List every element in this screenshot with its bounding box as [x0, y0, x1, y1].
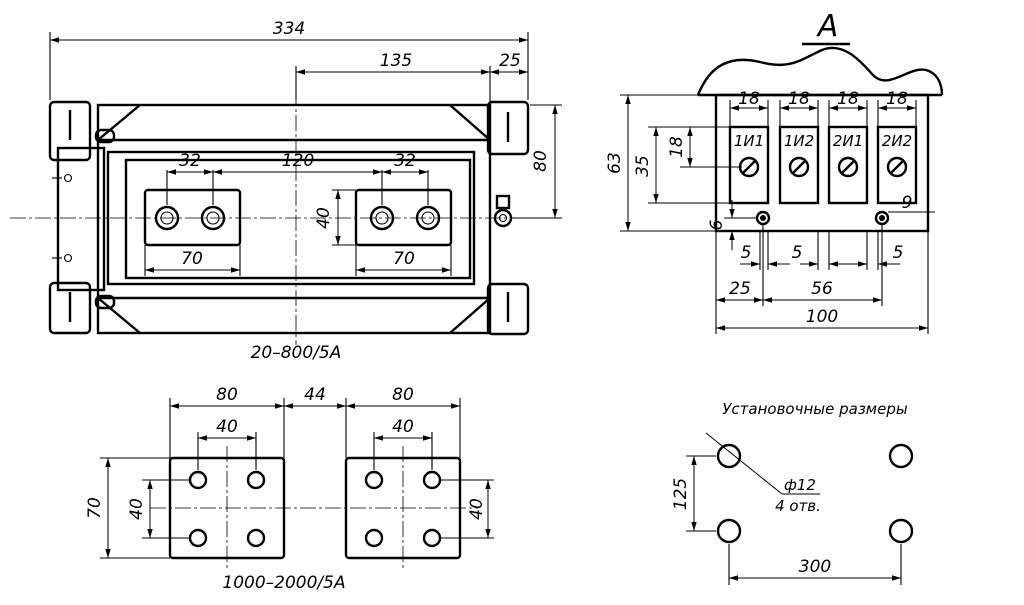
pad-holes [188, 470, 442, 548]
mounting-hole [716, 443, 742, 469]
dim-135: 135 [380, 51, 412, 71]
hole-count: 4 отв. [775, 497, 821, 515]
window-outer [106, 150, 476, 286]
dim-100: 100 [806, 307, 838, 327]
terminal-block-1 [728, 125, 770, 205]
right-foot-top [486, 100, 530, 156]
dim-70: 70 [85, 497, 105, 519]
mounting-hole [888, 443, 914, 469]
terminal-label: 2И1 [833, 132, 863, 150]
dim-5: 5 [792, 243, 803, 263]
dim-80-left: 80 [216, 385, 238, 405]
terminal-block-3 [827, 125, 869, 205]
busbar-holes [154, 170, 441, 231]
dim-18: 18 [788, 89, 810, 109]
dim-32-right: 32 [394, 151, 416, 171]
hole-diameter: ф12 [784, 476, 816, 494]
dim-18: 18 [738, 89, 760, 109]
dim-18-vertical: 18 [667, 136, 687, 158]
dim-35: 35 [633, 155, 653, 177]
dim-overall: 334 [273, 19, 305, 39]
latch-top [94, 128, 116, 144]
terminal-label: 1И1 [734, 132, 764, 150]
dim-125: 125 [671, 478, 691, 510]
mounting-hole [716, 518, 742, 544]
screw-icon [63, 173, 73, 183]
dim-18: 18 [886, 89, 908, 109]
dim-32-left: 32 [179, 151, 201, 171]
ground-bolt-icon [493, 208, 513, 228]
view-a-title: А [816, 9, 839, 44]
caption-top-view: 20–800/5А [251, 343, 342, 363]
mounting-title: Установочные размеры [722, 400, 908, 418]
dim-63: 63 [605, 152, 625, 174]
dim-56: 56 [811, 279, 833, 299]
transformer-body [96, 103, 492, 335]
view-a: А 1И1 1И2 2И1 2И2 [605, 9, 944, 334]
hole-leader [705, 432, 783, 495]
busbar-right [354, 188, 453, 247]
window-inner [124, 158, 472, 280]
dim-25: 25 [499, 51, 521, 71]
dim-5: 5 [893, 243, 904, 263]
dim-44: 44 [304, 385, 326, 405]
left-foot-top [48, 100, 92, 162]
dim-70-right: 70 [393, 249, 415, 269]
dim-40-left: 40 [216, 417, 238, 437]
terminal-label: 2И2 [882, 132, 912, 150]
left-foot-bottom [48, 281, 92, 335]
dim-40-vertical-left: 40 [127, 498, 147, 520]
terminal-block-4 [876, 125, 918, 205]
terminal-label: 1И2 [784, 132, 814, 150]
latch-bottom [94, 294, 116, 310]
dim-300: 300 [799, 557, 831, 577]
caption-bottom-view: 1000–2000/5А [222, 573, 345, 593]
dim-6: 6 [707, 219, 727, 230]
terminal-housing [714, 93, 930, 233]
dim-120: 120 [282, 151, 314, 171]
dim-40: 40 [314, 207, 334, 229]
body-chamfers [97, 104, 491, 334]
screw-icon [63, 253, 73, 263]
busbar-left [143, 188, 242, 247]
top-view: 334 135 25 80 32 120 32 40 70 70 [10, 19, 562, 363]
dim-5: 5 [741, 243, 752, 263]
dim-40-vertical-right: 40 [467, 498, 487, 520]
dim-80: 80 [531, 150, 551, 172]
dim-9: 9 [902, 193, 913, 213]
terminal-box [56, 146, 106, 292]
terminal-screws [738, 156, 908, 178]
right-foot-bottom [486, 282, 530, 336]
dim-18: 18 [837, 89, 859, 109]
break-line [696, 46, 944, 96]
dim-40-right: 40 [392, 417, 414, 437]
ground-terminal [495, 194, 511, 210]
dim-70-left: 70 [181, 249, 203, 269]
mounting-hole [888, 518, 914, 544]
terminal-block-2 [778, 125, 820, 205]
mounting-dimensions: Установочные размеры ф12 4 отв. 125 300 [671, 400, 914, 585]
dim-80-right: 80 [392, 385, 414, 405]
bottom-left-view: 80 44 80 40 40 70 40 40 1000–2000/5А [85, 385, 494, 593]
dim-25: 25 [729, 279, 751, 299]
